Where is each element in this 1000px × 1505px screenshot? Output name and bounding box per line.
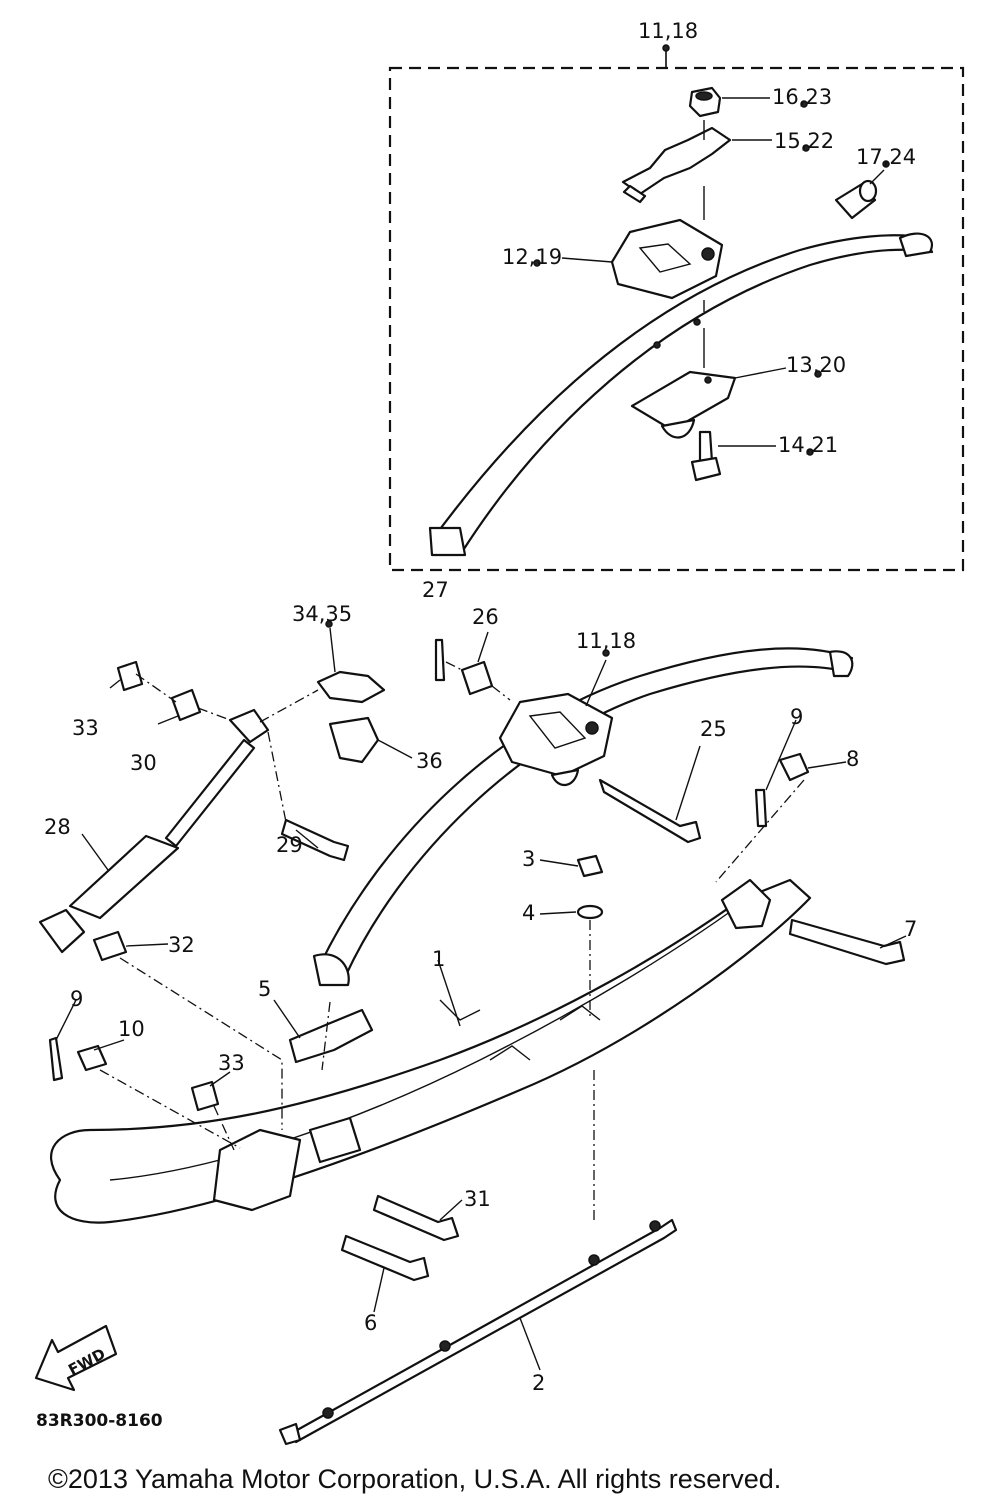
callout-26: 26	[472, 605, 499, 629]
bolt-7	[788, 918, 906, 966]
bolt-14-21	[690, 430, 722, 482]
callout-3: 3	[522, 847, 535, 871]
callout-15-22: 15,22	[774, 129, 834, 153]
washer-4	[576, 904, 604, 920]
nut-8	[778, 752, 810, 782]
callout-16-23: 16,23	[772, 85, 832, 109]
sleeve-17-24	[834, 179, 878, 220]
fwd-arrow-icon: FWD	[34, 1324, 118, 1392]
nut-3	[576, 854, 604, 878]
callout-25: 25	[700, 717, 727, 741]
nut-16-23	[688, 86, 722, 118]
part-36	[328, 716, 380, 764]
callout-36: 36	[416, 749, 443, 773]
callout-11-18: 11,18	[576, 629, 636, 653]
callout-10: 10	[118, 1017, 145, 1041]
bushing-33-upper	[116, 660, 144, 692]
callout-8: 8	[846, 747, 859, 771]
plate-13-20	[630, 370, 737, 439]
callout-17-24: 17,24	[856, 145, 916, 169]
callout-27: 27	[422, 578, 449, 602]
callout-7: 7	[904, 917, 917, 941]
bracket-15-22	[621, 126, 732, 204]
callout-12-19: 12,19	[502, 245, 562, 269]
callout-2: 2	[532, 1371, 545, 1395]
callout-31: 31	[464, 1187, 491, 1211]
drawing-code: 83R300-8160	[36, 1411, 163, 1431]
collar-32	[92, 930, 128, 962]
callout-1: 1	[432, 947, 445, 971]
bolt-31	[372, 1194, 460, 1242]
callout-30: 30	[130, 751, 157, 775]
callout-28: 28	[44, 815, 71, 839]
spring-clamp-assembly	[498, 692, 614, 786]
nut-10	[76, 1044, 108, 1072]
callout-13-20: 13,20	[786, 353, 846, 377]
bolt-25	[598, 778, 702, 844]
spring-seat-12-19	[610, 218, 724, 300]
leaf-spring-subassembly-box	[388, 66, 965, 572]
part-34-35	[316, 670, 386, 704]
bushing-33-lower	[190, 1080, 220, 1112]
callout-14-21: 14,21	[778, 433, 838, 457]
ski-1	[50, 878, 812, 1224]
callout-6: 6	[364, 1311, 377, 1335]
callout-4: 4	[522, 901, 535, 925]
pin-27	[434, 638, 446, 682]
callout-32: 32	[168, 933, 195, 957]
callout-5: 5	[258, 977, 271, 1001]
leaf-spring-upper	[428, 232, 934, 557]
collar-30	[170, 688, 202, 722]
callout-29: 29	[276, 833, 303, 857]
callout-33-lower: 33	[218, 1051, 245, 1075]
bushing-26	[460, 660, 494, 696]
callout-11-18-subassembly: 11,18	[638, 19, 698, 43]
wear-bar-2	[278, 1218, 678, 1446]
bolt-29	[280, 818, 350, 862]
bracket-5	[288, 1008, 374, 1064]
shock-absorber-28	[38, 708, 270, 954]
callout-33-upper: 33	[72, 716, 99, 740]
callout-9-left: 9	[70, 987, 83, 1011]
bolt-6	[340, 1234, 430, 1282]
copyright-text: ©2013 Yamaha Motor Corporation, U.S.A. A…	[48, 1464, 781, 1494]
callout-9-right: 9	[790, 705, 803, 729]
cotter-pin-9-right	[754, 788, 768, 828]
callout-34-35: 34,35	[292, 602, 352, 626]
cotter-pin-9-left	[48, 1036, 64, 1082]
